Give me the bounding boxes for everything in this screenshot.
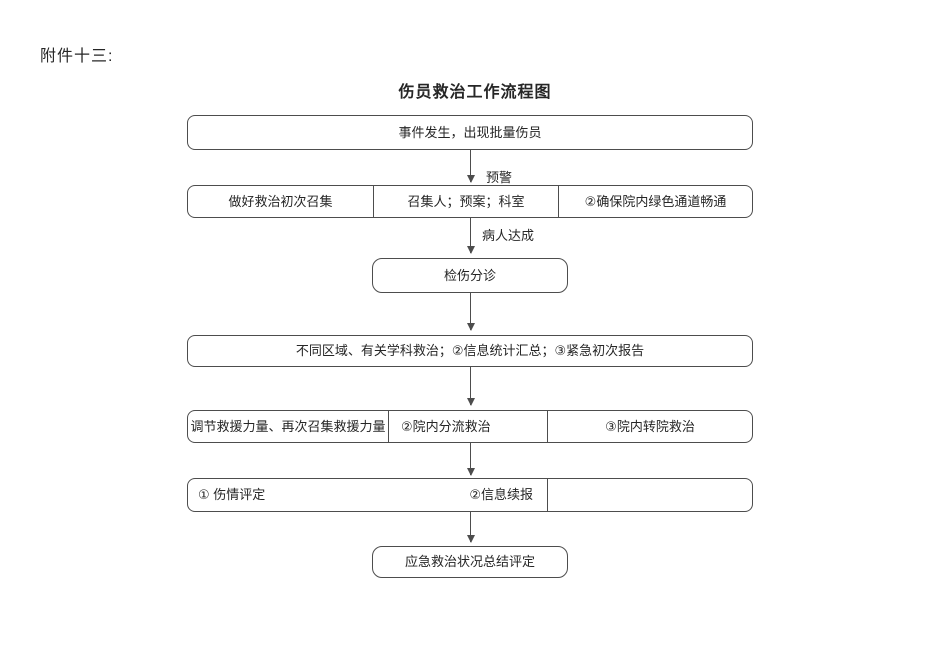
flow-node-treatment-and-report-label: 不同区域、有关学科救治；②信息统计汇总；③紧急初次报告 [295, 343, 645, 359]
flow-cell-assessment-and-report: ① 伤情评定 ②信息续报 [188, 479, 547, 511]
flow-node-event-occurrence: 事件发生，出现批量伤员 [187, 115, 753, 150]
flowchart-title: 伤员救治工作流程图 [398, 84, 552, 101]
flow-cell-conveners-label: 召集人；预案；科室 [407, 193, 525, 209]
flow-cell-adjust-forces: 调节救援力量、再次召集救援力量 [188, 411, 388, 442]
flow-cell-hospital-transfer-label: ③院内转院救治 [605, 418, 695, 434]
arrow-down-patient-arrival [466, 218, 475, 254]
arrow-down-5 [466, 443, 475, 476]
arrow-label-patient-arrival: 病人达成 [482, 228, 535, 243]
flow-node-treatment-and-report: 不同区域、有关学科救治；②信息统计汇总；③紧急初次报告 [187, 335, 753, 367]
flow-cell-green-channel: ②确保院内绿色通道畅通 [558, 186, 752, 217]
flow-node-initial-muster: 做好救治初次召集 召集人；预案；科室 ②确保院内绿色通道畅通 [187, 185, 753, 218]
flow-cell-info-followup-label: ②信息续报 [469, 487, 533, 503]
flow-cell-initial-muster-label: 做好救治初次召集 [228, 193, 333, 209]
flow-node-event-occurrence-label: 事件发生，出现批量伤员 [398, 124, 542, 140]
arrow-down-warning [466, 150, 475, 183]
flow-cell-in-hospital-diversion: ②院内分流救治 [388, 411, 547, 442]
flow-cell-injury-assessment-label: ① 伤情评定 [198, 487, 266, 503]
arrow-down-6 [466, 512, 475, 543]
flow-node-summary-evaluation: 应急救治状况总结评定 [372, 546, 568, 578]
flow-node-summary-evaluation-label: 应急救治状况总结评定 [404, 554, 535, 570]
flow-node-triage-label: 检伤分诊 [443, 267, 496, 283]
arrow-down-4 [466, 367, 475, 406]
flow-node-injury-assessment: ① 伤情评定 ②信息续报 [187, 478, 753, 512]
flow-cell-hospital-transfer: ③院内转院救治 [547, 411, 752, 442]
flow-cell-initial-muster: 做好救治初次召集 [188, 186, 373, 217]
arrow-down-3 [466, 293, 475, 331]
flow-cell-in-hospital-diversion-label: ②院内分流救治 [401, 418, 491, 434]
flow-cell-empty [547, 479, 752, 511]
arrow-label-warning: 预警 [486, 170, 513, 185]
flow-node-triage: 检伤分诊 [372, 258, 568, 293]
flow-cell-adjust-forces-label: 调节救援力量、再次召集救援力量 [190, 418, 386, 434]
attachment-label: 附件十三: [40, 48, 114, 65]
flow-cell-conveners: 召集人；预案；科室 [373, 186, 558, 217]
flow-node-rescue-force-adjustment: 调节救援力量、再次召集救援力量 ②院内分流救治 ③院内转院救治 [187, 410, 753, 443]
flow-cell-green-channel-label: ②确保院内绿色通道畅通 [584, 193, 727, 209]
